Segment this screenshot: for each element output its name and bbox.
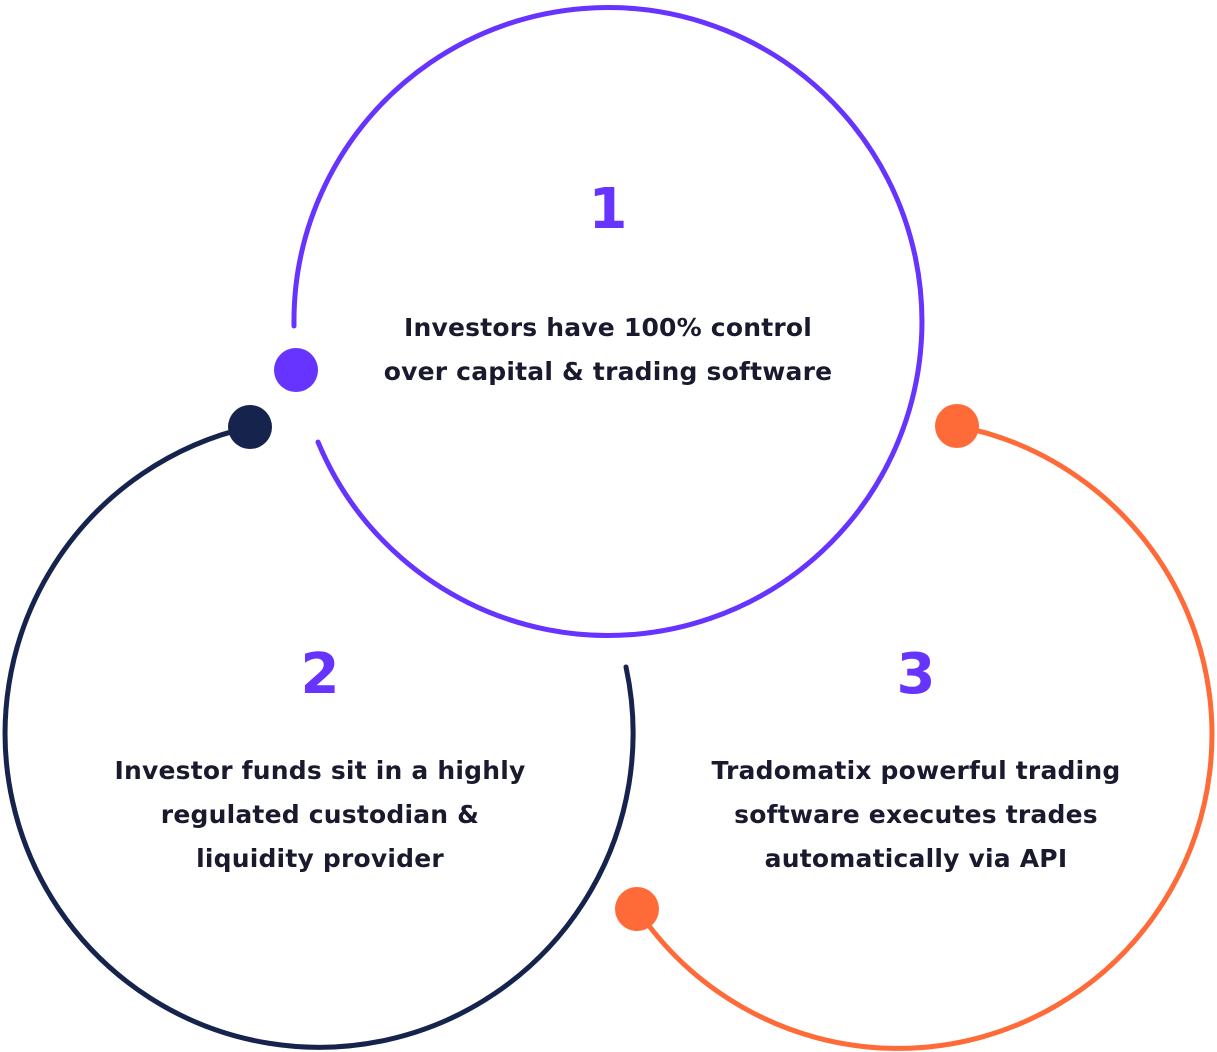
step-2-line: Investor funds sit in a highly <box>114 756 526 785</box>
step-3-line: Tradomatix powerful trading <box>711 756 1121 785</box>
step-2-line: liquidity provider <box>196 844 444 873</box>
step-2-number: 2 <box>300 642 340 707</box>
ring-3-end-node <box>615 887 659 931</box>
ring-2-arc <box>2 424 636 1050</box>
step-3-line: software executes trades <box>734 800 1098 829</box>
ring-1-arc <box>291 5 925 639</box>
ring-3-start-node <box>935 404 979 448</box>
step-1: 1 Investors have 100% control over capit… <box>358 180 858 410</box>
step-1-number: 1 <box>588 177 628 242</box>
step-3-line: automatically via API <box>764 844 1068 873</box>
step-3: 3 Tradomatix powerful trading software e… <box>666 645 1166 885</box>
ring-1-node <box>274 348 318 392</box>
step-2: 2 Investor funds sit in a highly regulat… <box>70 645 570 885</box>
step-1-line: over capital & trading software <box>383 357 833 386</box>
step-1-description: Investors have 100% control over capital… <box>358 306 858 394</box>
step-2-description: Investor funds sit in a highly regulated… <box>70 749 570 881</box>
step-2-line: regulated custodian & <box>160 800 480 829</box>
step-1-line: Investors have 100% control <box>403 313 813 342</box>
ring-3-arc <box>634 423 1215 1051</box>
step-3-number: 3 <box>896 642 936 707</box>
step-3-description: Tradomatix powerful trading software exe… <box>666 749 1166 881</box>
ring-2-node <box>228 405 272 449</box>
